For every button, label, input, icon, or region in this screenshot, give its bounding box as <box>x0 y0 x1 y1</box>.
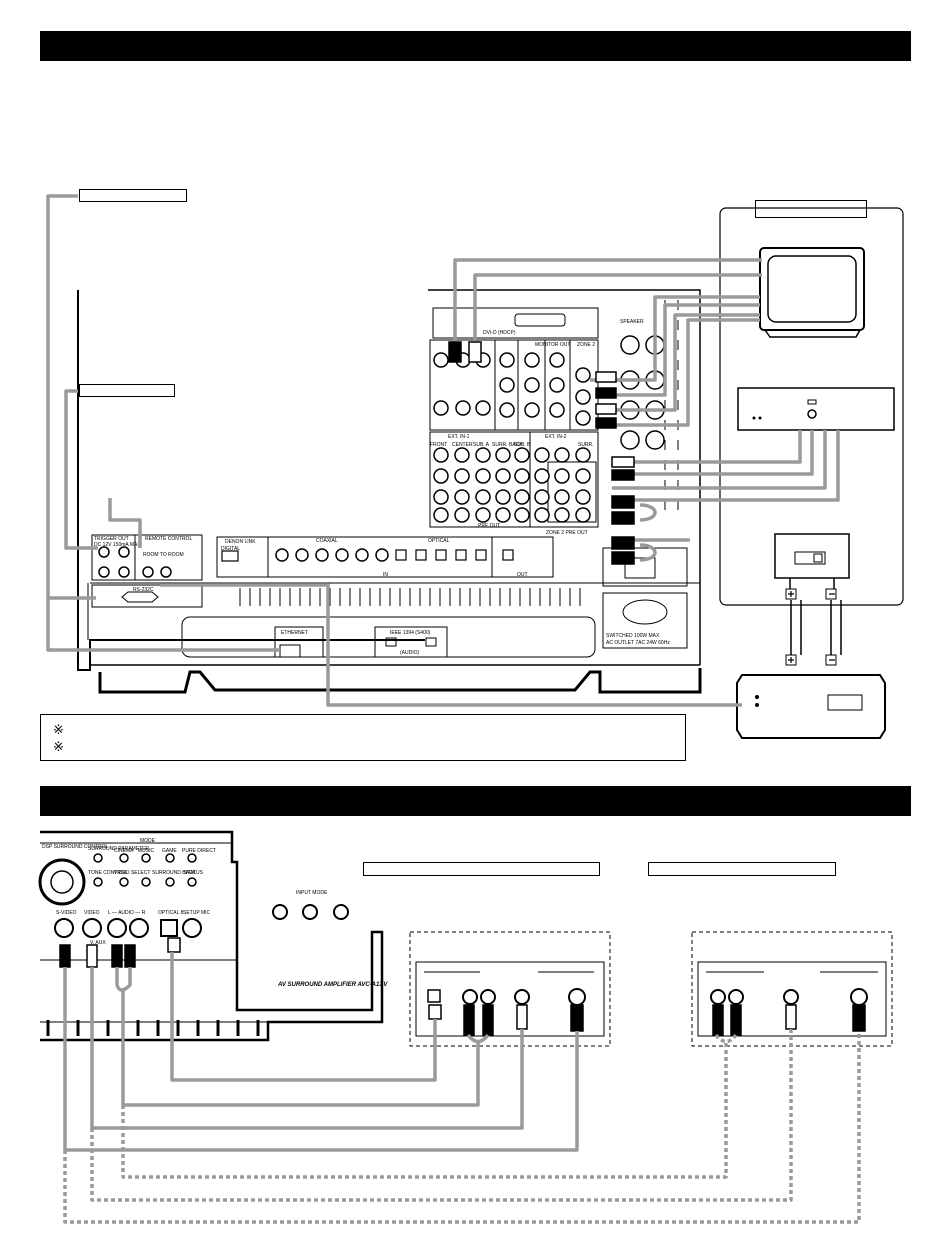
cables-bottom-solid <box>63 952 579 1152</box>
dvi-label: DVI-D (HDCP) <box>483 330 516 336</box>
digital-label: DIGITAL <box>221 546 240 552</box>
surr-label: SURR. <box>578 442 594 448</box>
center-label: CENTER <box>452 442 473 448</box>
label-box-left-middle <box>79 384 175 397</box>
out-label: OUT <box>517 572 528 578</box>
rear-panel-labels: DVI-D (HDCP) MONITOR OUT ZONE 2 EXT. IN-… <box>94 319 670 656</box>
v-aux-label: V. AUX <box>90 940 106 946</box>
av-component-icon <box>737 387 895 431</box>
zone2-label: ZONE 2 <box>577 342 595 348</box>
setup-mic-label: SETUP MIC <box>183 910 211 916</box>
remote-control-label: REMOTE CONTROL <box>145 536 192 542</box>
in-label: IN <box>383 572 388 578</box>
ext-in2-label: EXT. IN-2 <box>545 434 567 440</box>
front-panel <box>38 830 384 1042</box>
label-box-right-room <box>755 200 867 218</box>
surr-back-label: SURR. BACK <box>492 442 523 448</box>
front-panel-jacks <box>54 918 202 938</box>
coaxial-label: COAXIAL <box>316 538 338 544</box>
s-video-label: S-VIDEO <box>56 910 77 916</box>
polarity-markers <box>785 588 837 666</box>
power-amplifier-icon <box>736 674 886 739</box>
rca-plugs-top <box>448 341 635 565</box>
label-box-left-upper <box>79 189 187 202</box>
surround-parameter-label: SURROUND PARAMETER <box>88 846 149 852</box>
dsp-surround-label: DSP SURROUND CONTROL <box>42 844 109 850</box>
rca-plugs-bottom <box>59 937 866 1036</box>
front-panel-labels: DSP SURROUND CONTROL MODE SURROUND PARAM… <box>42 838 388 988</box>
cables-top <box>46 194 842 707</box>
audio-lr-label: L — AUDIO — R <box>108 910 146 916</box>
rear-panel <box>77 289 702 694</box>
optical-digital-label: OPTICAL 8 <box>158 910 184 916</box>
game-label: GAME <box>162 848 177 854</box>
zone2-preout-label: ZONE 2 PRE OUT <box>546 530 588 536</box>
front-panel-buttons <box>93 853 349 920</box>
section-header-bar-bottom <box>40 786 911 816</box>
ext-in1-label: EXT. IN-1 <box>448 434 470 440</box>
ieee-sub-label: (AUDIO) <box>400 650 420 656</box>
status-label: STATUS <box>184 870 204 876</box>
notes-box: ※ ※ <box>40 714 686 761</box>
cinema-label: CINEMA <box>114 848 134 854</box>
room-outline <box>719 207 904 606</box>
model-label: AV SURROUND AMPLIFIER AVC-A1XV <box>277 982 388 988</box>
subwoofer-icon <box>774 533 850 595</box>
video-label: VIDEO <box>84 910 100 916</box>
section-header-bar-top <box>40 31 911 61</box>
pure-direct-label: PURE DIRECT <box>182 848 216 854</box>
music-label: MUSIC <box>138 848 155 854</box>
surround-back-label: SURROUND BACK <box>152 870 197 876</box>
denon-link-label: DENON LINK <box>225 539 256 545</box>
rs232c-label: RS-232C <box>133 587 154 593</box>
rear-jacks <box>98 335 665 578</box>
mode-label: MODE <box>140 838 156 844</box>
tv-monitor-icon <box>759 247 865 338</box>
room-to-room-label: ROOM TO ROOM <box>143 552 184 558</box>
ethernet-label: ETHERNET <box>281 630 308 636</box>
trigger-sub-label: DC 12V 150mA MAX <box>94 542 141 548</box>
label-box-bottom-device-b <box>648 862 836 876</box>
sub-b-label: SUB. B <box>514 442 531 448</box>
trigger-out-label: TRIGGER OUT <box>94 536 129 542</box>
front-label: FRONT <box>430 442 447 448</box>
ac-outlet-label-2: AC OUTLET 7AC 24W 60Hz <box>606 640 670 646</box>
note-symbol-2: ※ <box>53 739 64 754</box>
speaker-label: SPEAKER <box>620 319 644 325</box>
preout-label: PRE OUT <box>478 523 500 529</box>
note-symbol-1: ※ <box>53 722 64 737</box>
tone-control-label: TONE CONTROL <box>88 870 128 876</box>
video-select-label: VIDEO SELECT <box>114 870 150 876</box>
ieee-label: IEEE 1394 (S400) <box>390 630 431 636</box>
label-box-bottom-device-a <box>363 862 600 876</box>
monitor-out-label: MONITOR OUT <box>535 342 570 348</box>
cables-bottom-dashed <box>63 1029 861 1224</box>
input-mode-label: INPUT MODE <box>296 890 328 896</box>
optical-label: OPTICAL <box>428 538 450 544</box>
sub-a-label: SUB. A <box>473 442 490 448</box>
device-a <box>409 931 611 1047</box>
vent-slits <box>239 588 581 606</box>
ac-outlet-label-1: SWITCHED 100W MAX <box>606 633 660 639</box>
